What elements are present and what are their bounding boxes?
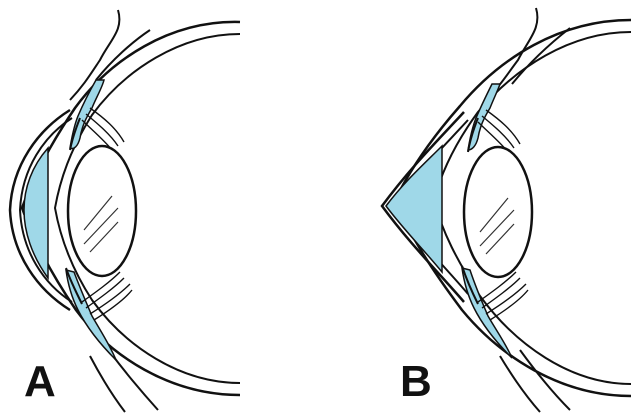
eye-panel-b [382, 8, 631, 412]
panel-label-a: A [24, 360, 56, 404]
anterior-chamber-fluid-a [24, 148, 48, 278]
upper-eyelid-line-a2 [96, 30, 150, 80]
lower-eyelid-line-b2 [520, 350, 570, 410]
eye-panel-a [10, 10, 240, 412]
lens-b [464, 147, 532, 277]
lens-a [68, 146, 136, 276]
panel-label-b: B [400, 360, 432, 404]
lower-eyelid-b [500, 356, 540, 412]
drainage-channel-bottom-a [66, 270, 116, 360]
